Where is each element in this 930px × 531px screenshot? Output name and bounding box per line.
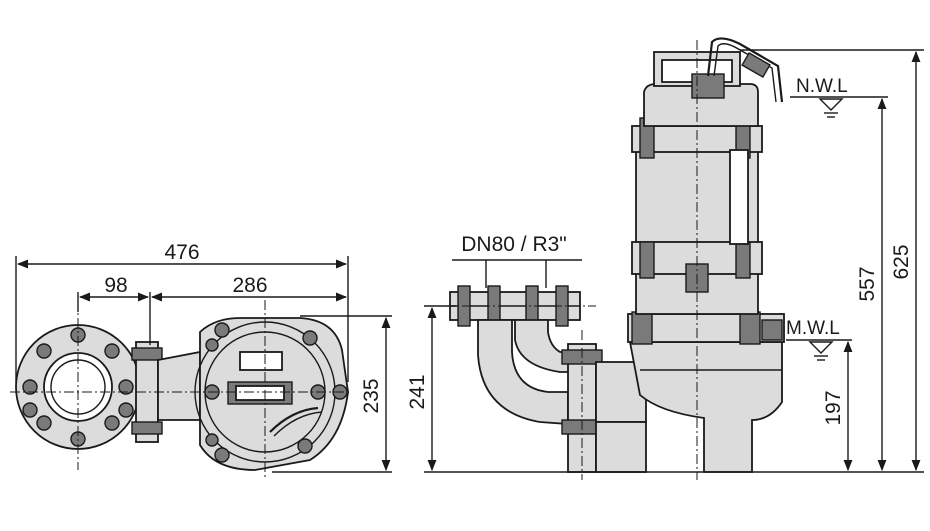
water-levels: N.W.L M.W.L	[786, 76, 888, 361]
dim-discharge-height: 241	[406, 374, 429, 409]
plan-view	[10, 300, 352, 480]
elevation-view	[444, 37, 785, 480]
dim-mwl-height: 197	[822, 390, 845, 425]
elbow-neck	[157, 350, 201, 421]
dim-flange-offset: 98	[104, 274, 127, 297]
dim-nwl-height: 557	[856, 266, 879, 301]
plan-dimensions: 476 98 286 235	[15, 241, 392, 473]
mwl-label: M.W.L	[786, 318, 840, 339]
motor-top-cap	[643, 83, 759, 127]
dim-overall-width: 476	[164, 241, 199, 264]
dim-overall-height: 625	[890, 244, 913, 279]
dim-plan-height: 235	[360, 378, 383, 413]
flange-bolts	[22, 327, 134, 447]
casing-bolts	[204, 322, 348, 463]
power-cable	[706, 37, 784, 103]
discharge-size-label: DN80 / R3"	[461, 233, 567, 256]
elevation-dimensions: 241 DN80 / R3" 197 557 625	[406, 49, 924, 473]
power-cable-plan	[269, 406, 319, 433]
handle-top	[239, 351, 283, 371]
pump-volute	[628, 341, 783, 473]
cable-guide	[729, 149, 749, 245]
dim-body-width: 286	[232, 274, 267, 297]
nwl-label: N.W.L	[796, 76, 848, 97]
